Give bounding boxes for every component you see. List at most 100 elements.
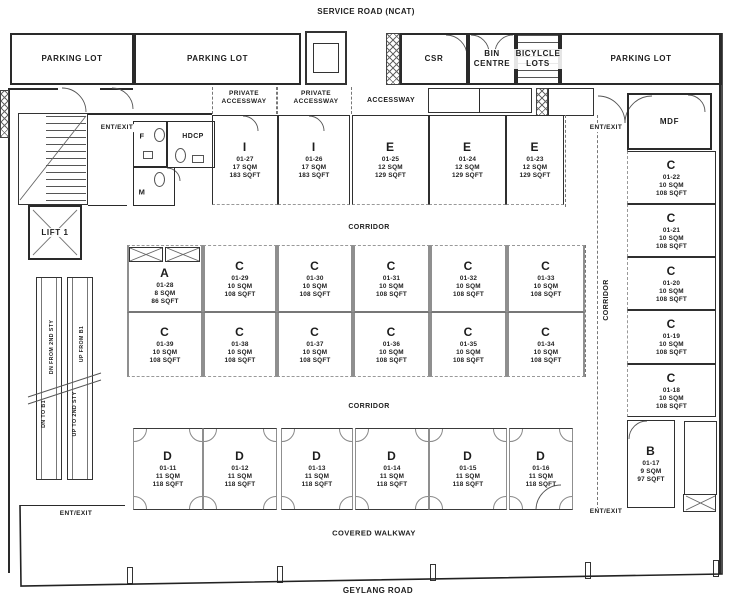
hdcp-label: HDCP	[182, 132, 204, 140]
unit-type: C	[386, 324, 397, 339]
unit-type: E	[462, 140, 472, 154]
unit-area-sqft: 108 SQFT	[655, 242, 688, 250]
ent-exit-top-left: ENT/EXIT	[98, 124, 136, 132]
unit-number: 01-14	[383, 465, 401, 472]
unit-type: I	[311, 140, 317, 154]
unit-area-sqft: 183 SQFT	[229, 172, 261, 179]
stairs-bottom-right	[684, 421, 717, 495]
unit-area-sqft: 108 SQFT	[655, 295, 688, 303]
door-arc	[415, 496, 428, 509]
unit-area-sqm: 10 SQM	[379, 348, 404, 356]
mdf-room: MDF	[627, 93, 712, 150]
private-accessway-2-label: PRIVATE ACCESSWAY	[293, 90, 339, 105]
parking-lot-west-label: PARKING LOT	[39, 54, 105, 64]
unit-number: 01-39	[156, 340, 174, 348]
unit-area-sqft: 118 SQFT	[152, 481, 184, 488]
escalator-up-to-2nd: UP TO 2ND STY	[71, 391, 78, 437]
door-arc	[263, 496, 276, 509]
unit-number: 01-18	[662, 386, 681, 394]
unit-number: 01-37	[306, 340, 324, 348]
unit-type: C	[666, 210, 677, 225]
pillar	[585, 562, 591, 579]
escalator-right	[67, 277, 93, 480]
unit-number: 01-31	[382, 274, 401, 282]
pillar	[430, 564, 436, 581]
unit-area-sqm: 11 SQM	[528, 473, 554, 480]
unit-area-sqm: 12 SQM	[455, 164, 480, 171]
unit-area-sqm: 10 SQM	[659, 287, 684, 295]
unit-area-sqm: 10 SQM	[533, 348, 559, 356]
corridor-right-label: CORRIDOR	[602, 279, 610, 321]
unit-number: 01-19	[662, 333, 681, 340]
wall-corridor-top-left	[88, 205, 127, 207]
wall-top-left-b	[100, 88, 133, 90]
lift-1: LIFT 1	[28, 205, 82, 260]
unit-area-sqm: 10 SQM	[659, 181, 684, 189]
unit-area-sqft: 108 SQFT	[452, 290, 485, 298]
unit-number: 01-20	[662, 279, 681, 287]
unit-number: 01-13	[308, 465, 326, 472]
unit-type: E	[385, 140, 395, 154]
private-accessway-2	[277, 87, 352, 114]
bin-centre: BIN CENTRE	[468, 33, 516, 85]
unit-type: C	[386, 258, 397, 273]
private-accessway-1-label: PRIVATE ACCESSWAY	[221, 90, 267, 105]
parking-lot-west: PARKING LOT	[10, 33, 134, 85]
unit-area-sqm: 11 SQM	[379, 473, 405, 480]
unit-area-sqft: 108 SQFT	[299, 290, 331, 298]
unit-area-sqm: 17 SQM	[301, 164, 327, 171]
csr-room-label: CSR	[422, 54, 446, 64]
stairs-bottom-right-landing	[683, 494, 716, 512]
unit-number: 01-28	[156, 281, 174, 289]
service-road-label: SERVICE ROAD (NCAT)	[317, 7, 415, 17]
male-label: M	[138, 187, 146, 197]
unit-area-sqft: 129 SQFT	[374, 172, 407, 179]
pillar	[713, 560, 719, 577]
unit-area-sqft: 118 SQFT	[224, 481, 256, 488]
unit-area-sqft: 108 SQFT	[655, 349, 688, 356]
unit-area-sqm: 10 SQM	[456, 282, 481, 290]
unit-type: I	[242, 140, 248, 154]
unit-type: D	[463, 449, 473, 463]
unit-area-sqm: 10 SQM	[456, 348, 481, 356]
unit-type: C	[235, 258, 245, 273]
unit-type: C	[310, 258, 320, 273]
unit-number: 01-21	[662, 226, 681, 234]
unit-number: 01-36	[382, 340, 401, 348]
stairs-accessway-divider	[479, 88, 481, 113]
unit-area-sqm: 10 SQM	[379, 282, 404, 290]
unit-area-sqm: 10 SQM	[227, 348, 253, 356]
dash-line-corridor-right	[597, 115, 598, 510]
wall-toilet-top	[88, 113, 212, 115]
door-arc	[189, 496, 202, 509]
unit-number: 01-29	[231, 274, 249, 282]
unit-area-sqft: 97 SQFT	[637, 476, 665, 483]
unit-type: D	[163, 449, 173, 463]
unit-type: C	[541, 324, 551, 339]
unit-number: 01-25	[381, 156, 400, 163]
hatch-strip-stair	[536, 88, 548, 116]
unit-type: D	[312, 449, 322, 463]
parking-lot-mid-label: PARKING LOT	[184, 54, 251, 64]
unit-type: D	[536, 449, 546, 463]
unit-area-sqft: 118 SQFT	[452, 481, 484, 488]
unit-area-sqft: 118 SQFT	[376, 481, 408, 488]
unit-area-sqm: 11 SQM	[455, 473, 481, 480]
unit-number: 01-32	[459, 274, 478, 282]
unit-area-sqft: 108 SQFT	[655, 402, 688, 410]
unit-number: 01-33	[537, 274, 555, 282]
unit-area-sqft: 129 SQFT	[451, 172, 484, 179]
bicycle-lots: BICYLCLE LOTS	[513, 33, 563, 85]
unit-number: 01-15	[459, 465, 477, 472]
bicycle-lots-label: BICYLCLE LOTS	[513, 49, 563, 69]
unit-area-sqft: 108 SQFT	[375, 290, 408, 298]
